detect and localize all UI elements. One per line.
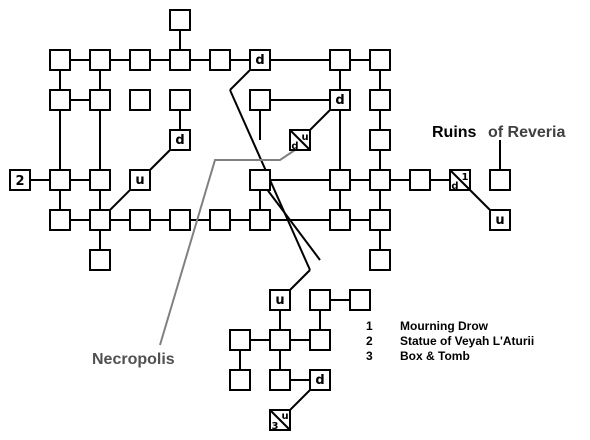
room xyxy=(49,89,71,111)
down-stair-marker: d xyxy=(175,133,184,148)
room xyxy=(369,249,391,271)
room-poi-2 xyxy=(9,169,31,191)
room-split xyxy=(269,409,291,431)
room-up-stair xyxy=(129,169,151,191)
room xyxy=(249,169,271,191)
room xyxy=(249,89,271,111)
poi-2-marker: 2 xyxy=(15,174,24,189)
room xyxy=(209,49,231,71)
legend-label-1: Mourning Drow xyxy=(400,319,489,333)
room xyxy=(49,169,71,191)
reveria-title: of Reveria xyxy=(488,124,565,141)
room xyxy=(89,169,111,191)
room xyxy=(329,169,351,191)
up-stair-marker: u xyxy=(495,213,504,228)
room xyxy=(89,249,111,271)
legend: 1 Mourning Drow 2 Statue of Veyah L'Atur… xyxy=(366,319,534,363)
room xyxy=(329,49,351,71)
room xyxy=(229,369,251,391)
up-stair-marker: u xyxy=(275,293,284,308)
room xyxy=(169,9,191,31)
room-split xyxy=(289,129,311,151)
room xyxy=(369,129,391,151)
map-markers: d d d u u u d u d 1 d u 3 2 xyxy=(15,53,504,432)
room xyxy=(409,169,431,191)
legend-num-3: 3 xyxy=(366,349,373,363)
room xyxy=(129,89,151,111)
down-stair-marker: d xyxy=(451,181,458,192)
room xyxy=(169,209,191,231)
room-split xyxy=(449,169,471,191)
down-stair-marker: d xyxy=(291,141,298,152)
up-stair-marker: u xyxy=(301,132,308,143)
room xyxy=(269,369,291,391)
room xyxy=(309,329,331,351)
down-stair-marker: d xyxy=(315,373,324,388)
poi-3-marker: 3 xyxy=(272,421,279,432)
room xyxy=(129,49,151,71)
room xyxy=(249,209,271,231)
room-down-stair xyxy=(249,49,271,71)
map-rooms xyxy=(9,9,511,431)
room xyxy=(369,89,391,111)
room xyxy=(169,49,191,71)
room xyxy=(209,209,231,231)
room xyxy=(229,329,251,351)
up-stair-marker: u xyxy=(135,173,144,188)
room xyxy=(329,209,351,231)
room xyxy=(49,209,71,231)
room xyxy=(349,289,371,311)
down-stair-marker: d xyxy=(335,93,344,108)
legend-label-3: Box & Tomb xyxy=(400,349,470,363)
up-stair-marker: u xyxy=(281,411,288,422)
legend-num-1: 1 xyxy=(366,319,373,333)
room xyxy=(309,289,331,311)
room xyxy=(89,89,111,111)
room xyxy=(89,49,111,71)
room xyxy=(49,49,71,71)
room-up-stair xyxy=(489,209,511,231)
room xyxy=(369,169,391,191)
room xyxy=(369,49,391,71)
room-down-stair xyxy=(309,369,331,391)
room-up-stair xyxy=(269,289,291,311)
room xyxy=(269,329,291,351)
room xyxy=(89,209,111,231)
room xyxy=(489,169,511,191)
room xyxy=(169,89,191,111)
room-down-stair xyxy=(169,129,191,151)
legend-num-2: 2 xyxy=(366,334,373,348)
ruins-title: Ruins xyxy=(432,124,477,141)
room xyxy=(369,209,391,231)
necropolis-pointer xyxy=(159,149,296,346)
down-stair-marker: d xyxy=(255,53,264,68)
room xyxy=(129,209,151,231)
legend-label-2: Statue of Veyah L'Aturii xyxy=(400,334,534,348)
necropolis-title: Necropolis xyxy=(92,351,175,368)
room-down-stair xyxy=(329,89,351,111)
poi-1-marker: 1 xyxy=(462,172,469,183)
